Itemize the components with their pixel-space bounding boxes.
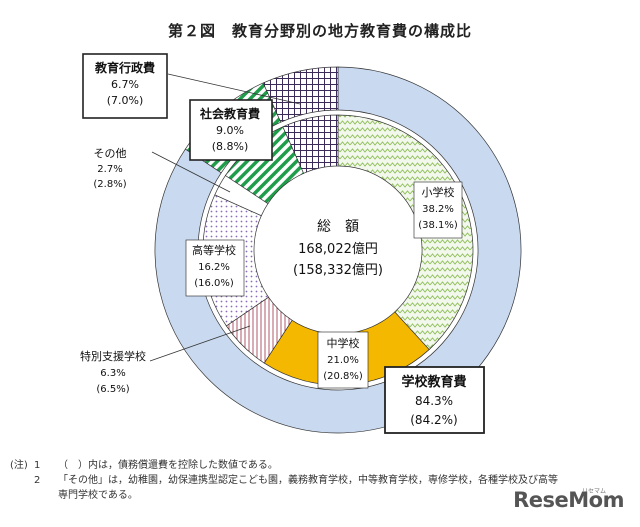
label-other-line-0: その他 — [94, 147, 127, 160]
label-administration-line-1: 6.7% — [111, 78, 139, 91]
leader-other — [151, 151, 231, 193]
note-2-num: 2 — [34, 475, 41, 486]
label-junior-high: 中学校 21.0% (20.8%) — [317, 331, 369, 389]
label-school-education-line-1: 84.3% — [415, 394, 453, 408]
slice-school-education — [154, 66, 522, 434]
label-administration-box — [82, 53, 168, 119]
note-2: 2 「その他」は，幼稚園，幼保連携型認定こども園，義務教育学校，中等教育学校，専… — [10, 473, 610, 488]
label-elementary-line-1: 38.2% — [422, 204, 454, 215]
leader-special-support — [149, 325, 251, 362]
label-special-support-line-2: (6.5%) — [96, 384, 129, 395]
label-social-education-line-1: 9.0% — [216, 124, 244, 137]
label-high-school: 高等学校 16.2% (16.0%) — [185, 239, 245, 297]
label-junior-high-box — [317, 331, 369, 389]
label-junior-high-line-1: 21.0% — [327, 355, 359, 366]
label-administration-line-2: (7.0%) — [107, 94, 144, 107]
label-social-education-box — [189, 99, 273, 161]
label-social-education-line-0: 社会教育費 — [199, 106, 260, 121]
note-2-text: 「その他」は，幼稚園，幼保連携型認定こども園，義務教育学校，中等教育学校，専修学… — [58, 475, 558, 486]
center-title: 総 額 — [317, 219, 359, 235]
watermark-sub: リセマム — [581, 488, 606, 495]
label-junior-high-line-2: (20.8%) — [323, 371, 363, 382]
label-elementary-line-0: 小学校 — [422, 185, 455, 199]
note-lead: (注) — [10, 460, 28, 471]
leader-administration — [167, 73, 301, 105]
label-special-support-line-0: 特別支援学校 — [80, 349, 146, 363]
slice-administration — [262, 66, 339, 123]
leader-lines — [149, 73, 301, 362]
label-administration-line-0: 教育行政費 — [94, 60, 155, 75]
label-school-education-line-0: 学校教育費 — [401, 374, 466, 390]
center-total-excl: (158,332億円) — [293, 262, 383, 278]
center-total: 168,022億円 — [298, 241, 378, 257]
label-special-support: 特別支援学校 6.3% (6.5%) — [80, 349, 146, 395]
center-label: 総 額 168,022億円 (158,332億円) — [293, 219, 383, 278]
chart-title: 第２図 教育分野別の地方教育費の構成比 — [167, 22, 472, 40]
label-high-school-line-0: 高等学校 — [192, 243, 236, 257]
label-other-line-2: (2.8%) — [93, 179, 126, 190]
note-1: (注) 1 （ ）内は，債務償還費を控除した数値である。 — [10, 458, 610, 473]
label-other: その他 2.7% (2.8%) — [93, 147, 126, 190]
notes: (注) 1 （ ）内は，債務償還費を控除した数値である。 2 「その他」は，幼稚… — [10, 458, 610, 503]
note-1-num: 1 — [34, 460, 41, 471]
slice-elementary — [337, 114, 474, 351]
watermark-logo: ReseMom — [513, 488, 624, 512]
label-social-education: 社会教育費 9.0% (8.8%) — [189, 99, 273, 161]
label-school-education-box — [384, 366, 485, 434]
label-elementary-line-2: (38.1%) — [418, 220, 458, 231]
label-high-school-box — [185, 239, 245, 297]
label-elementary: 小学校 38.2% (38.1%) — [413, 181, 463, 239]
label-junior-high-line-0: 中学校 — [327, 336, 360, 350]
label-administration: 教育行政費 6.7% (7.0%) — [82, 53, 168, 119]
slice-labels: 教育行政費 6.7% (7.0%) 社会教育費 9.0% (8.8%) その他 2.7% (2.… — [80, 53, 485, 434]
label-other-line-1: 2.7% — [97, 164, 122, 175]
label-high-school-line-2: (16.0%) — [194, 278, 234, 289]
note-2-continuation: 専門学校である。 — [58, 490, 138, 501]
label-school-education-line-2: (84.2%) — [410, 413, 457, 427]
slice-administration-inner — [282, 114, 339, 174]
label-school-education: 学校教育費 84.3% (84.2%) — [384, 366, 485, 434]
label-special-support-line-1: 6.3% — [100, 368, 125, 379]
label-high-school-line-1: 16.2% — [198, 262, 230, 273]
label-social-education-line-2: (8.8%) — [212, 140, 249, 153]
note-1-text: （ ）内は，債務償還費を控除した数値である。 — [58, 460, 278, 471]
label-elementary-box — [413, 181, 463, 239]
